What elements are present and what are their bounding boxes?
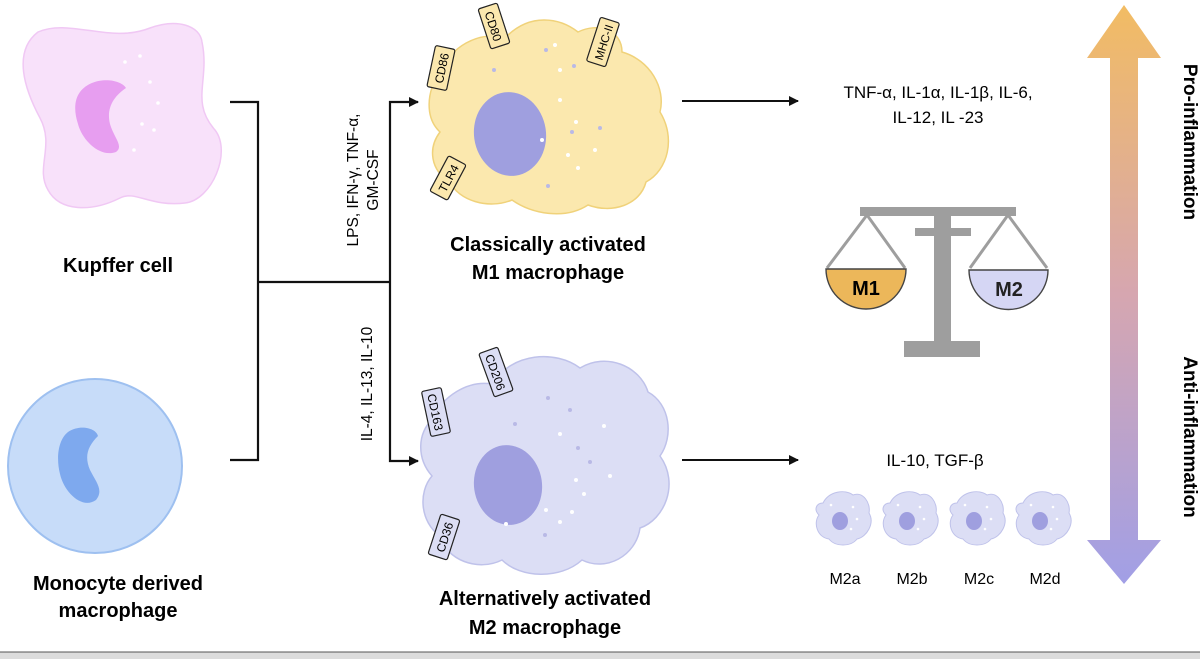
m2-subtype-label: M2a [829,571,860,588]
m1-pan-label: M1 [852,278,880,300]
m2-subtype-granule [1055,517,1059,521]
m2-subtype-granule [849,527,853,531]
monocyte-label-line2: macrophage [59,600,178,622]
marker-cd163: CD163 [421,387,451,437]
m2-subtype-granule [1051,505,1055,509]
marker-cd80: CD80 [477,2,511,50]
m1-label-line1: Classically activated [450,234,646,256]
m2-subtype-m2d: M2d [1015,491,1072,588]
m2-subtype-granule [918,505,922,509]
m1-macrophage-cell-icon [428,19,670,215]
pro-inflammation-label: Pro-inflammation [1179,64,1200,220]
bottom-divider [0,652,1200,659]
m2-subtype-nucleus [832,512,848,530]
merge-connector [230,97,419,466]
m2-subtype-nucleus [966,512,982,530]
marker-mhc-ii: MHC-II [586,16,620,68]
kupffer-cell-icon [22,22,223,209]
m2-pan: M2 [968,269,1049,311]
m2-subtype-group: M2a M2b M2c M2d [815,491,1072,588]
marker-cd86: CD86 [426,45,456,91]
m2-subtype-m2c: M2c [949,491,1006,588]
anti-inflammation-label: Anti-inflammation [1179,356,1200,518]
monocyte-cell-icon [7,378,183,554]
m2-label-line1: Alternatively activated [439,588,651,610]
m2-subtype-granule [1029,503,1033,507]
kupffer-cell-label: Kupffer cell [63,255,173,277]
m2-stimuli: IL-4, IL-13, IL-10 [359,326,376,441]
m2-subtype-granule [896,503,900,507]
m1-stimuli-line1: LPS, IFN-γ, TNF-α, [345,114,362,247]
m2-pan-label: M2 [995,279,1023,301]
marker-cd36: CD36 [427,513,461,561]
m1-label-line2: M1 macrophage [472,262,624,284]
inflammation-gradient-arrow-icon [1087,5,1161,584]
m2-subtype-label: M2b [896,571,927,588]
m2-subtype-granule [963,503,967,507]
m2-subtype-granule [989,517,993,521]
monocyte-label-line1: Monocyte derived [33,573,203,595]
m1-stimuli-line2: GM-CSF [365,149,382,210]
marker-cd86-label: CD86 [432,51,452,84]
balance-scale-icon [825,207,1049,357]
m2-subtype-granule [916,527,920,531]
m2-subtype-label: M2d [1029,571,1060,588]
m2-cytokines: IL-10, TGF-β [886,451,984,470]
m1-cytokines-line2: IL-12, IL -23 [892,108,983,127]
m2-subtype-granule [851,505,855,509]
m2-subtype-granule [1049,527,1053,531]
m2-subtype-granule [983,527,987,531]
m2-label-line2: M2 macrophage [469,617,621,639]
m1-cytokines-line1: TNF-α, IL-1α, IL-1β, IL-6, [843,83,1032,102]
m2-subtype-nucleus [899,512,915,530]
m2-subtype-granule [922,517,926,521]
m2-subtype-granule [855,517,859,521]
m2-subtype-label: M2c [964,571,994,588]
m2-subtype-m2b: M2b [882,491,939,588]
m2-subtype-nucleus [1032,512,1048,530]
m2-subtype-granule [985,505,989,509]
m2-macrophage-cell-icon [420,356,670,575]
m1-pan: M1 [825,268,907,310]
m2-subtype-m2a: M2a [815,491,872,588]
m2-subtype-granule [829,503,833,507]
